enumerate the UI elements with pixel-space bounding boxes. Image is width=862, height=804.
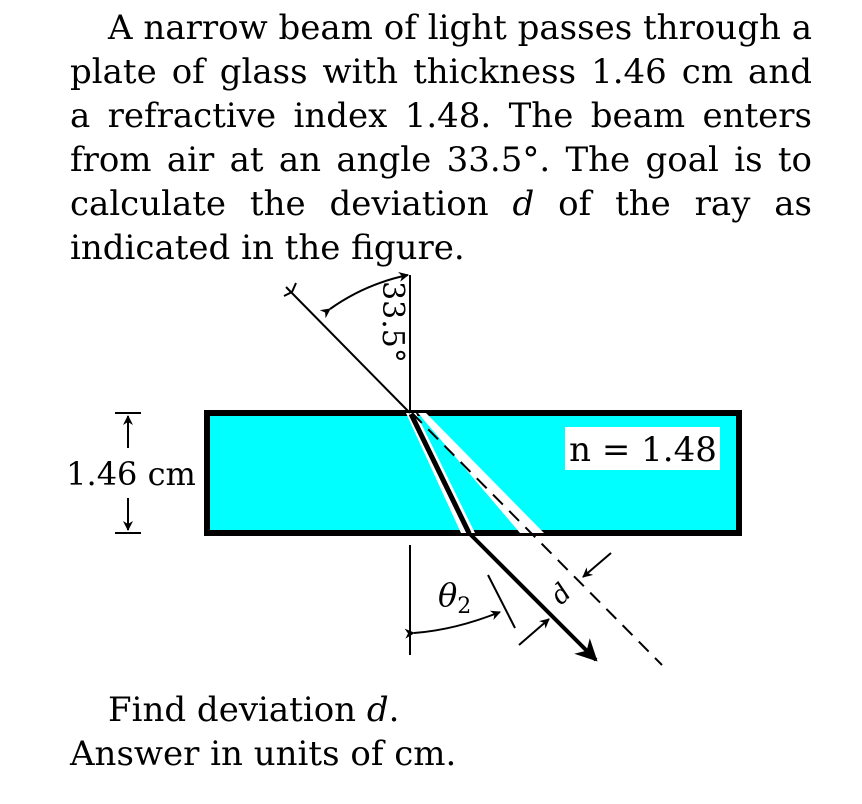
theta2-arc — [404, 610, 501, 639]
incident-ray — [285, 286, 411, 414]
units-line: Answer in units of cm. — [70, 734, 457, 774]
angle-value: 33.5 — [446, 140, 523, 180]
index-label: n = 1.48 — [569, 430, 717, 470]
deviation-arrow-upper — [582, 552, 612, 578]
deviation-label: d — [545, 578, 578, 611]
incident-ray-tail — [283, 282, 297, 297]
incident-angle-arc — [319, 271, 409, 319]
emergent-ray — [467, 531, 598, 662]
question-line: Find deviation d. — [108, 690, 400, 730]
index-label-box — [565, 427, 720, 470]
index-value: 1.48 — [404, 96, 481, 136]
deviation-arrow-lower — [518, 618, 550, 646]
undeviated-path — [411, 412, 663, 666]
problem-statement: A narrow beam of light passes through a … — [70, 8, 813, 268]
theta2-reference-line — [487, 574, 516, 629]
thickness-value: 1.46 cm — [591, 52, 734, 92]
light-streak — [418, 413, 544, 533]
thickness-label: 1.46 cm — [66, 455, 196, 493]
theta2-label: θ2 — [438, 576, 471, 619]
refracted-ray — [408, 412, 472, 535]
question-symbol: d — [366, 690, 389, 730]
incident-angle-label: 33.5° — [375, 281, 410, 363]
deviation-symbol: d — [512, 184, 535, 224]
